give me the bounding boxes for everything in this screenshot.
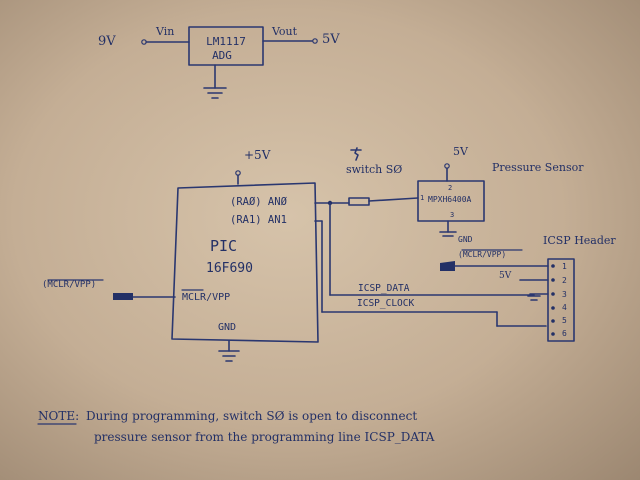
icsp-ground-symbol bbox=[527, 293, 549, 301]
icsp-pin-5: 5 bbox=[562, 316, 567, 325]
switch-to-sensor-wire bbox=[368, 197, 419, 202]
icsp-pin-3: 3 bbox=[562, 290, 567, 299]
ra0-net bbox=[314, 200, 350, 206]
regulator-ground-symbol bbox=[203, 87, 227, 99]
note-label: NOTE: bbox=[38, 409, 79, 423]
switch-body[interactable] bbox=[348, 197, 370, 206]
icsp-clock-label: ICSP_CLOCK bbox=[357, 298, 414, 309]
icsp-data-net: ICSP_DATA bbox=[329, 202, 535, 296]
icsp-pin-1: 1 bbox=[562, 262, 567, 271]
sensor-supply-label: 5V bbox=[453, 145, 469, 158]
mclr-input: (MCLR/VPP) bbox=[42, 279, 176, 300]
sensor-title: Pressure Sensor bbox=[492, 161, 584, 174]
icsp-data-label: ICSP_DATA bbox=[358, 283, 410, 294]
mclr-connector-plug bbox=[113, 293, 133, 300]
pic-name-label: PIC bbox=[210, 237, 237, 255]
icsp-pin-dot-5 bbox=[551, 319, 555, 323]
vin-pin-label: Vin bbox=[155, 25, 174, 38]
icsp-pin-4: 4 bbox=[562, 303, 567, 312]
pic-body bbox=[171, 182, 319, 343]
icsp-supply-label: 5V bbox=[499, 271, 512, 281]
icsp-pin-dot-2 bbox=[551, 278, 555, 282]
output-terminal bbox=[312, 38, 318, 44]
pic-gnd-label: GND bbox=[218, 322, 236, 333]
pic-supply-label: +5V bbox=[244, 148, 271, 162]
switch-actuator-icon bbox=[350, 147, 362, 161]
pressure-sensor: 5V Pressure Sensor 2 1 MPXH6400A 3 GND bbox=[417, 145, 584, 244]
voltage-regulator: 9V Vin LM1117 ADG Vout 5V bbox=[98, 25, 340, 99]
sensor-pin2-label: 2 bbox=[448, 184, 452, 192]
programming-note: NOTE: During programming, switch SØ is o… bbox=[37, 409, 435, 444]
regulator-chip-name: LM1117 bbox=[206, 35, 246, 48]
sensor-pin3-label: 3 bbox=[450, 211, 454, 219]
mclr-input-label: (MCLR/VPP) bbox=[42, 280, 96, 290]
icsp-header: ICSP Header (MCLR/VPP) 5V 1 2 3 4 5 6 bbox=[440, 234, 616, 342]
icsp-pin-dot-1 bbox=[551, 264, 555, 268]
icsp-header-title: ICSP Header bbox=[543, 234, 616, 247]
note-line-1: During programming, switch SØ is open to… bbox=[86, 409, 417, 423]
icsp-pin-2: 2 bbox=[562, 276, 567, 285]
switch-label: switch SØ bbox=[346, 163, 402, 176]
icsp-mclr-label: (MCLR/VPP) bbox=[458, 250, 506, 259]
pin-ra1-label: (RA1) AN1 bbox=[230, 214, 287, 226]
pic-model-label: 16F690 bbox=[206, 261, 253, 276]
mclr-pin-label: MCLR/VPP bbox=[182, 292, 230, 303]
icsp-header-body bbox=[547, 258, 575, 342]
sensor-ground-symbol bbox=[439, 231, 457, 237]
pic-microcontroller: +5V (RAØ) ANØ (RA1) AN1 PIC 16F690 MCLR/… bbox=[171, 148, 319, 362]
switch-s0[interactable]: switch SØ bbox=[346, 147, 419, 206]
regulator-variant: ADG bbox=[212, 49, 232, 62]
sensor-pin1-label: 1 bbox=[420, 194, 424, 202]
icsp-pin-dot-6 bbox=[551, 332, 555, 336]
note-line-2: pressure sensor from the programming lin… bbox=[94, 430, 435, 444]
icsp-pin-dot-3 bbox=[551, 292, 555, 296]
regulator-body bbox=[188, 26, 264, 66]
icsp-pin-6: 6 bbox=[562, 329, 567, 338]
pic-ground-symbol bbox=[218, 350, 240, 362]
sensor-part-label: MPXH6400A bbox=[428, 195, 472, 204]
sensor-body bbox=[417, 180, 485, 222]
input-voltage-label: 9V bbox=[98, 34, 116, 49]
sensor-gnd-label: GND bbox=[458, 235, 473, 244]
icsp-mclr-connector bbox=[440, 261, 455, 271]
icsp-pin-dot-4 bbox=[551, 306, 555, 310]
pin-ra0-label: (RAØ) ANØ bbox=[230, 196, 288, 208]
icsp-clock-net: ICSP_CLOCK bbox=[314, 220, 547, 327]
output-voltage-label: 5V bbox=[322, 32, 340, 47]
vout-pin-label: Vout bbox=[271, 25, 298, 38]
